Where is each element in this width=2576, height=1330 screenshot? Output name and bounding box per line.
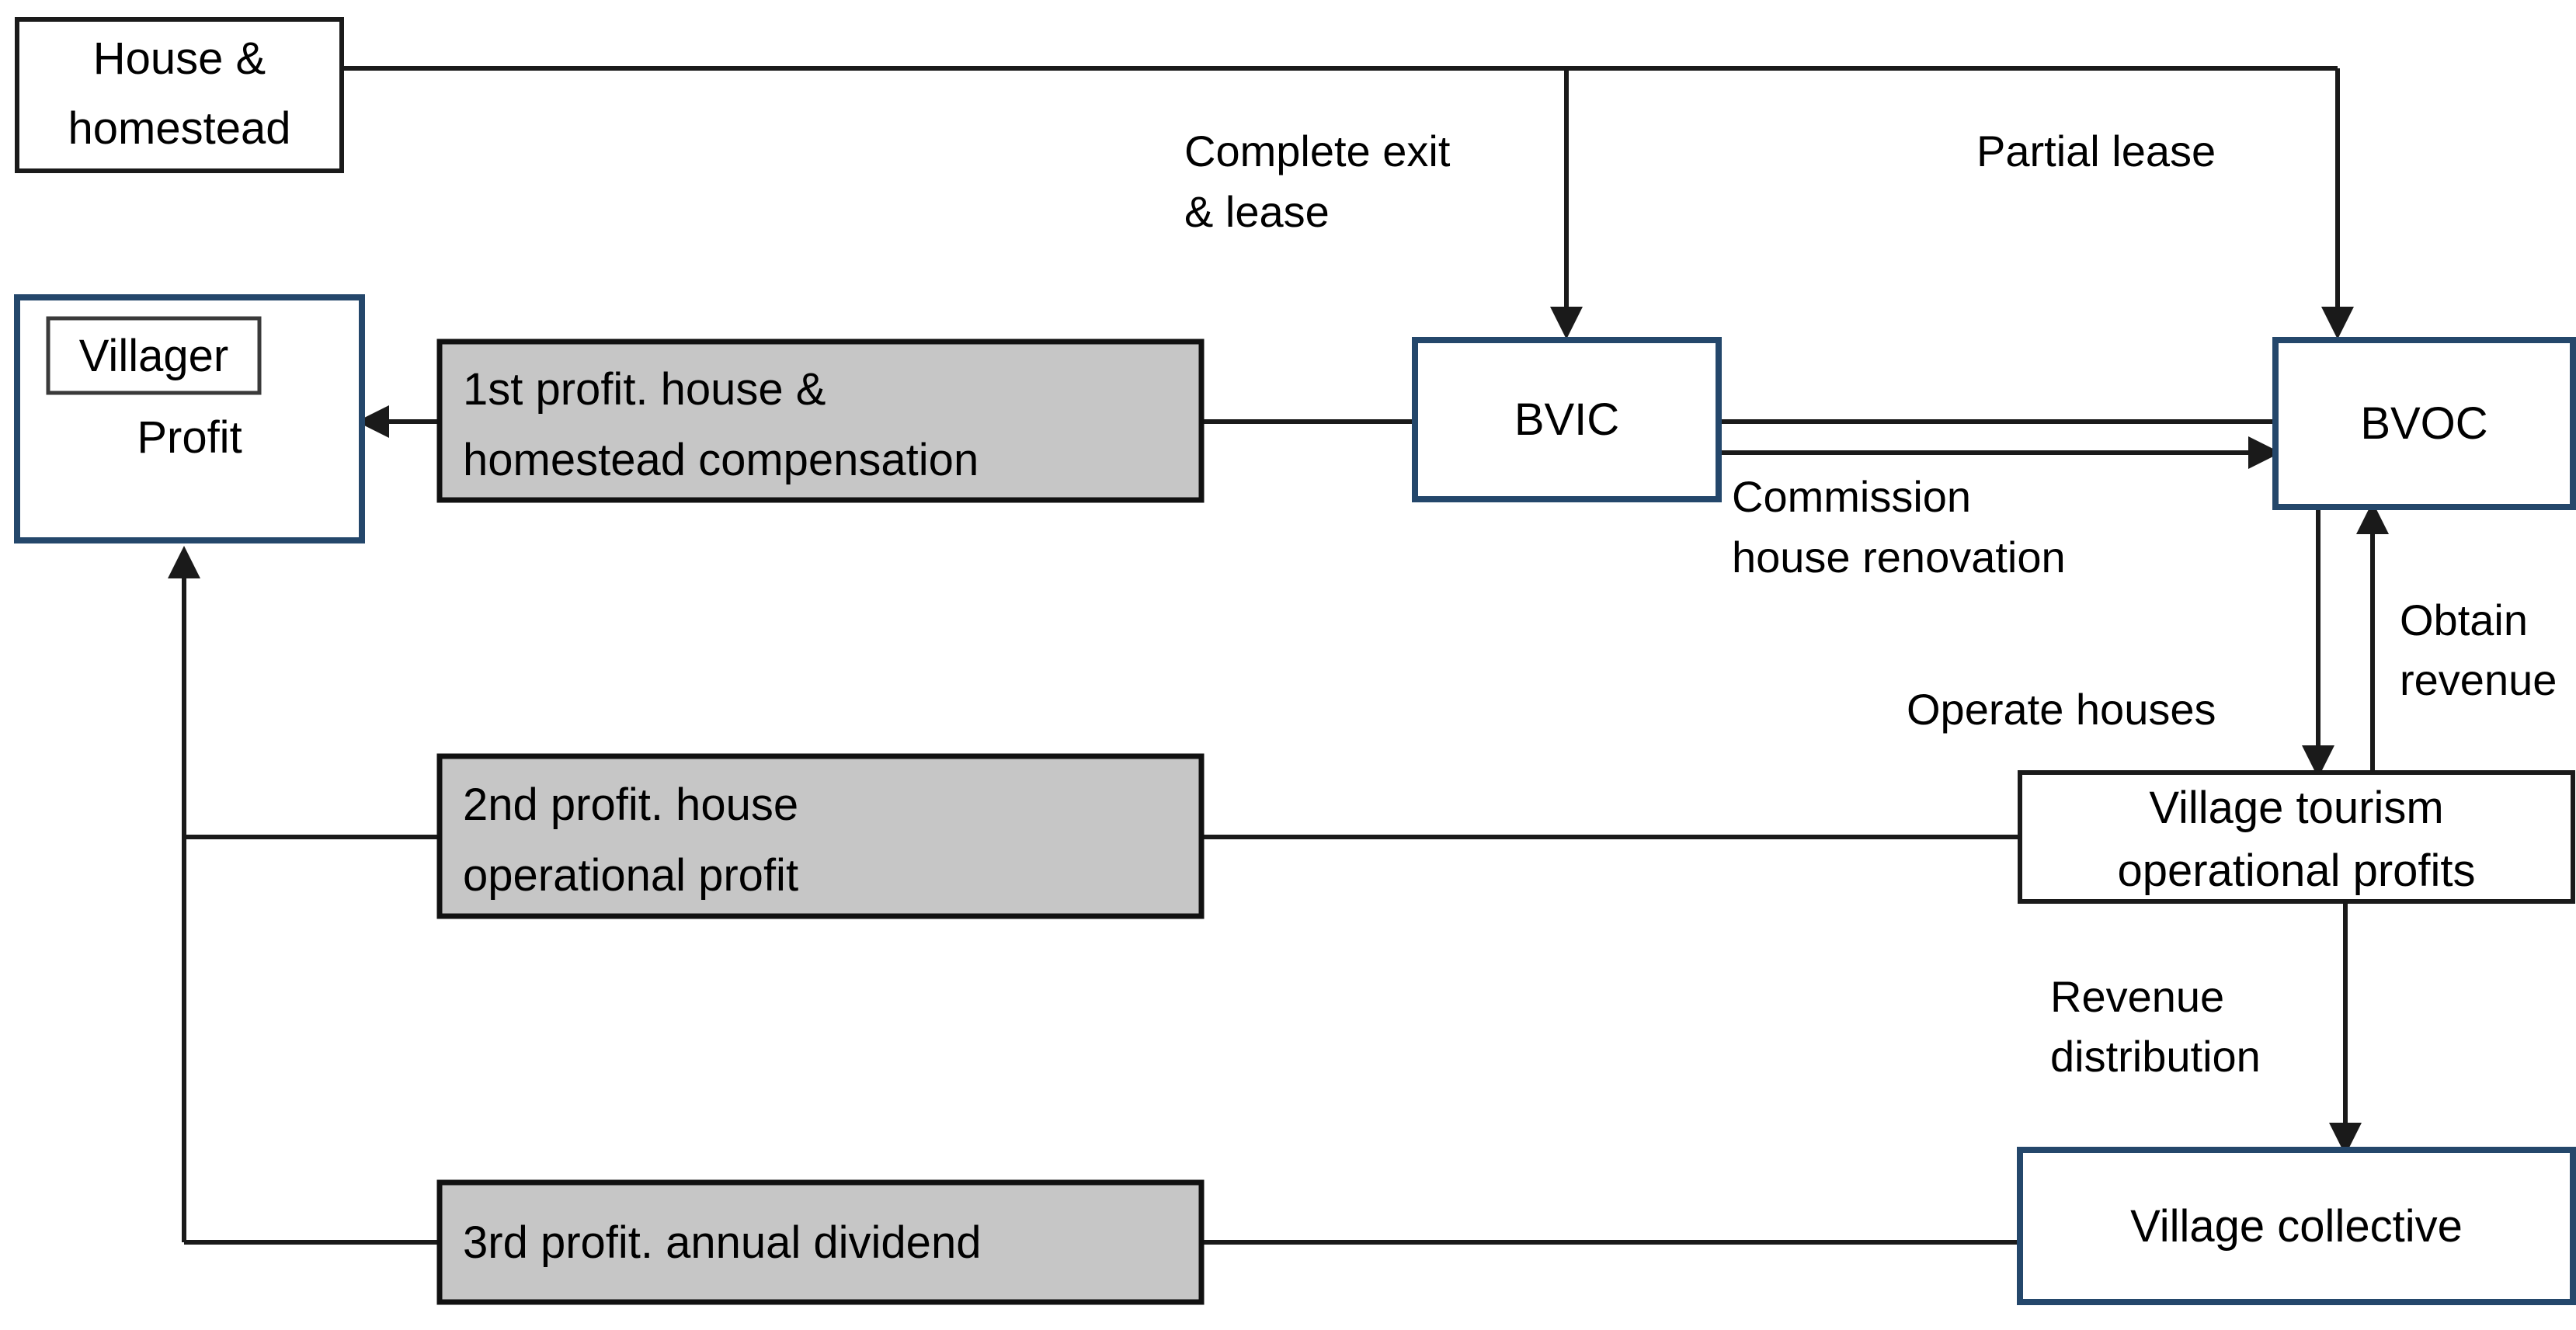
node-profit3-box[interactable] xyxy=(436,1179,1205,1305)
node-house-homestead-box[interactable] xyxy=(15,17,344,173)
node-house-homestead-line2: homestead xyxy=(68,103,291,154)
node-profit1-line2: homestead compensation xyxy=(463,435,979,485)
node-bvic-box[interactable] xyxy=(1412,337,1722,502)
edge-label-obtain-revenue-line2: revenue xyxy=(2400,655,2557,704)
node-profit1-box[interactable] xyxy=(436,339,1205,503)
edge-label-revenue-distribution-line1: Revenue xyxy=(2050,972,2225,1021)
edge-label-complete-exit-line2: & lease xyxy=(1184,187,1330,236)
node-profit2-box[interactable] xyxy=(436,753,1205,919)
node-profit2-line1: 2nd profit. house xyxy=(463,780,799,830)
node-village-tourism-box[interactable] xyxy=(2018,770,2575,904)
edge-label-complete-exit-line1: Complete exit xyxy=(1184,127,1451,175)
node-profit3-label: 3rd profit. annual dividend xyxy=(463,1217,982,1268)
edge-label-commission-line1: Commission xyxy=(1732,472,1972,521)
node-house-homestead-line1: House & xyxy=(92,33,266,84)
node-village-collective-label: Village collective xyxy=(2130,1200,2463,1252)
node-bvic-label: BVIC xyxy=(1514,394,1620,445)
node-villager-inner-box xyxy=(46,316,262,395)
edge-label-revenue-distribution-line2: distribution xyxy=(2050,1032,2261,1081)
node-profit1-line1: 1st profit. house & xyxy=(463,364,826,415)
node-villager-label: Villager xyxy=(78,330,229,381)
node-profit2-line2: operational profit xyxy=(463,850,799,901)
node-bvoc-box[interactable] xyxy=(2272,337,2576,510)
node-village-tourism-line1: Village tourism xyxy=(2149,783,2444,833)
node-villager-profit-label: Profit xyxy=(137,412,242,463)
edge-label-commission-line2: house renovation xyxy=(1732,533,2066,582)
node-village-tourism-line2: operational profits xyxy=(2117,846,2476,896)
node-bvoc-label: BVOC xyxy=(2360,398,2488,449)
edge-label-partial-lease: Partial lease xyxy=(1976,127,2216,175)
node-village-collective-box[interactable] xyxy=(2017,1147,2576,1305)
edge-label-obtain-revenue-line1: Obtain xyxy=(2400,596,2528,644)
edge-label-operate-houses: Operate houses xyxy=(1907,685,2216,734)
